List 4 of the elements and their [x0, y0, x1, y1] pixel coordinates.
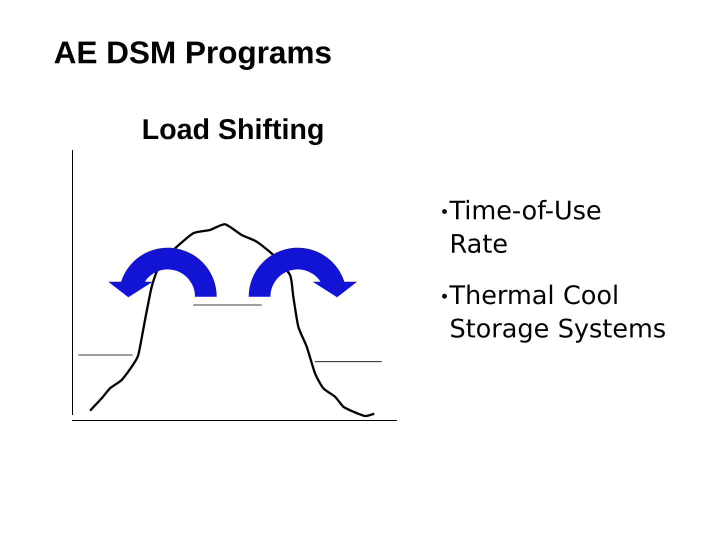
chart-heading: Load Shifting — [144, 118, 322, 146]
bullet-text: Thermal Cool Storage Systems — [449, 284, 665, 343]
bullet-text: Time-of-Use Rate — [449, 200, 600, 254]
slide-title: AE DSM Programs — [54, 41, 331, 70]
